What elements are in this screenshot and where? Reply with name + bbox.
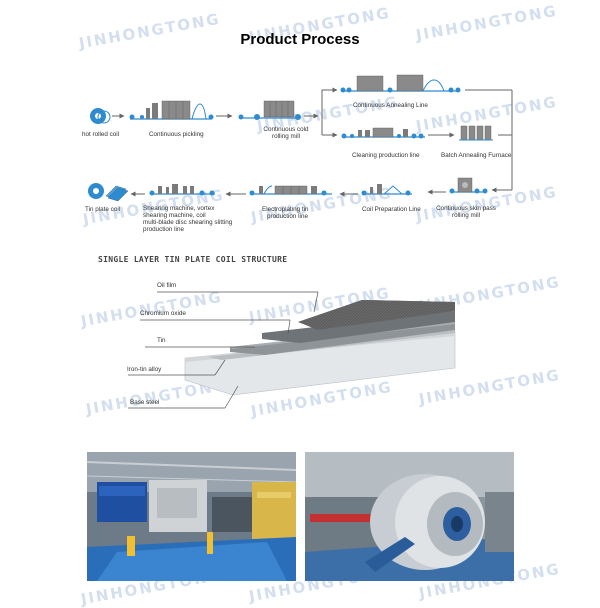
pickling-line-icon: [129, 100, 214, 120]
skin-pass-mill-icon: [449, 177, 488, 194]
label-hot-rolled-coil: hot rolled coil: [82, 131, 120, 138]
chromium-oxide-layer: [262, 311, 455, 343]
label-cleaning: Cleaning production line: [352, 152, 420, 159]
layer-label-base-steel: Base steel: [130, 399, 160, 406]
label-tin-plate-coil: Tin plate coil: [85, 206, 121, 213]
label-shearing-4: production line: [143, 226, 184, 233]
label-batch-annealing: Batch Annealing Furnace: [441, 152, 512, 159]
tin-plate-coil-icon: [88, 183, 129, 202]
page-title: Product Process: [240, 31, 360, 48]
label-skin-pass-2: rolling mill: [452, 212, 480, 219]
electroplating-line-icon: [249, 185, 332, 196]
label-cold-rolling-1: Continuous cold: [263, 126, 309, 133]
batch-annealing-furnace-icon: [459, 125, 493, 141]
label-shearing-1: Shearing machine, vortex: [143, 205, 215, 212]
layer-label-iron-tin-alloy: Iron-tin alloy: [127, 366, 162, 373]
label-cold-rolling-2: rolling mill: [272, 133, 300, 140]
label-coil-preparation: Coil Preparation Line: [362, 206, 421, 213]
factory-photo-steel-coil: [305, 452, 514, 581]
label-continuous-annealing: Continuous Annealing Line: [353, 102, 428, 109]
cleaning-line-icon: [341, 127, 425, 139]
label-electroplating-2: production line: [267, 213, 308, 220]
structure-title: SINGLE LAYER TIN PLATE COIL STRUCTURE: [98, 255, 288, 264]
factory-photo-production-line: [87, 452, 296, 581]
label-shearing-2: shearing machine, coil: [143, 212, 206, 219]
cold-rolling-mill-icon: [238, 100, 301, 120]
hot-rolled-coil-icon: [90, 108, 111, 124]
layer-structure-diagram: [128, 291, 456, 409]
layer-label-oil-film: Oil film: [157, 282, 177, 289]
layer-label-tin: Tin: [157, 337, 166, 344]
coil-preparation-line-icon: [361, 184, 412, 196]
label-continuous-pickling: Continuous pickling: [149, 131, 204, 138]
label-skin-pass-1: Continuous skin pass: [436, 205, 496, 212]
shearing-line-icon: [149, 184, 215, 196]
continuous-annealing-line-icon: [340, 74, 461, 93]
process-flow-diagram: [88, 74, 513, 202]
label-electroplating-1: Electroplating tin: [262, 206, 309, 213]
layer-label-chromium-oxide: Chromium oxide: [140, 310, 186, 317]
label-shearing-3: multi-blade disc shearing slitting: [143, 219, 233, 226]
